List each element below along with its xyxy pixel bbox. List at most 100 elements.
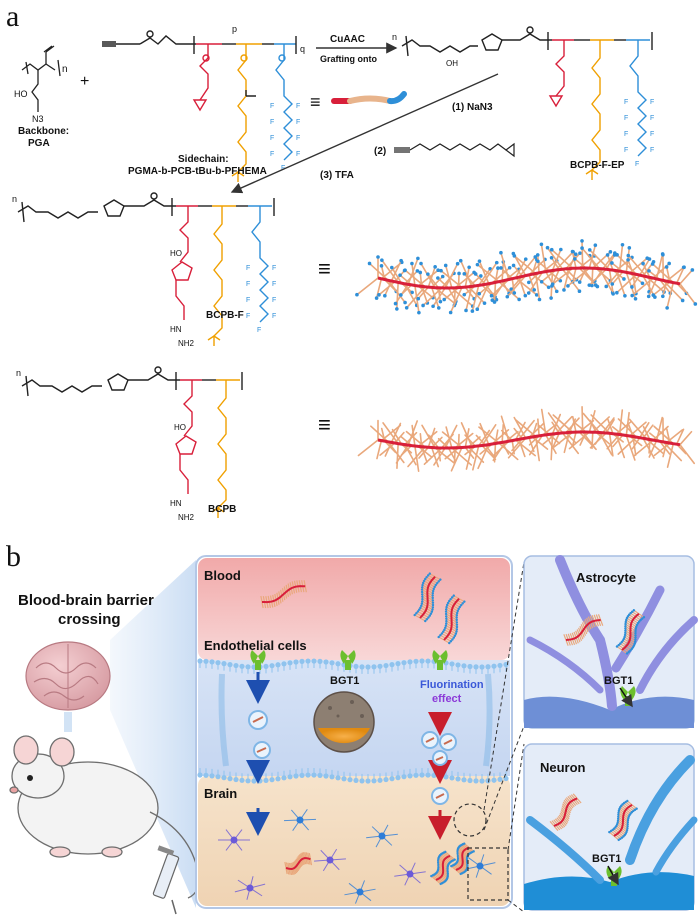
- product-ep-structure: [401, 26, 653, 180]
- svg-text:F: F: [270, 135, 274, 142]
- neuron-cell-2: [284, 809, 316, 831]
- svg-text:F: F: [650, 115, 654, 122]
- product-b-name: BCPB: [208, 504, 236, 515]
- syringe-icon: [152, 845, 180, 915]
- svg-text:F: F: [246, 297, 250, 304]
- neuron-bcpb-f: [608, 799, 638, 842]
- svg-text:F: F: [246, 265, 250, 272]
- svg-text:F: F: [270, 119, 274, 126]
- bbb-title-2: crossing: [58, 611, 121, 628]
- bcpb-f-brush-cartoon: [355, 239, 698, 315]
- brain-illustration: [25, 641, 111, 732]
- blood-bcpb-f-1: [413, 572, 442, 623]
- svg-text:F: F: [281, 165, 285, 172]
- brain-neuron-network: [218, 809, 496, 904]
- backbone-ho: HO: [14, 89, 28, 99]
- equiv-sign-1: ≡: [310, 92, 321, 112]
- bcpb-brush-backbone: [377, 430, 681, 450]
- bgt1-label: BGT1: [330, 675, 359, 687]
- sidechain-p: p: [232, 24, 237, 34]
- neuron-cell-1: [218, 829, 250, 851]
- svg-text:F: F: [650, 147, 654, 154]
- panel-a-label: a: [6, 0, 19, 33]
- grafting-label: Grafting onto: [320, 54, 377, 64]
- sidechain-caption-2: PGMA-b-PCB-tBu-b-PFHEMA: [128, 166, 267, 177]
- neuron-cell-3: [314, 848, 346, 872]
- panel-b-label: b: [6, 540, 21, 573]
- svg-text:F: F: [624, 147, 628, 154]
- brain-bcpb-1: [284, 852, 313, 876]
- bbb-title-1: Blood-brain barrier: [18, 592, 154, 609]
- product-f-nh2: NH2: [178, 339, 195, 348]
- bgt1-transporter-right: [432, 650, 448, 670]
- svg-text:F: F: [296, 151, 300, 158]
- blood-bcpb-f-2: [437, 594, 466, 645]
- blood-polymer-brushes: [260, 572, 475, 886]
- sidechain-q: q: [300, 44, 305, 54]
- svg-text:F: F: [272, 313, 276, 320]
- brain-label: Brain: [204, 786, 237, 801]
- svg-text:F: F: [296, 135, 300, 142]
- zoom-circle-astrocyte: [453, 803, 487, 837]
- neuron-inset: [523, 743, 698, 911]
- step-2: (2): [374, 146, 386, 157]
- svg-text:F: F: [296, 103, 300, 110]
- astrocyte-label: Astrocyte: [576, 570, 636, 585]
- step-2-reagent: [394, 142, 515, 158]
- sidechain-structure: [102, 30, 297, 182]
- inset-polymer-brushes: [549, 609, 646, 842]
- bcpb-f-brush-backbone: [377, 266, 681, 290]
- backbone-structure: [21, 45, 61, 112]
- neuron-cell-5: [394, 862, 426, 886]
- svg-text:F: F: [272, 297, 276, 304]
- bcpb-brush-cartoon: [357, 406, 696, 472]
- svg-text:F: F: [635, 161, 639, 168]
- zoom-beam: [110, 560, 196, 908]
- astro-bcpb-f: [615, 609, 646, 655]
- astro-bcpb: [563, 614, 604, 646]
- cuaac-label: CuAAC: [330, 34, 365, 45]
- sidechain-caption-1: Sidechain:: [178, 154, 229, 165]
- svg-text:F: F: [650, 131, 654, 138]
- blood-bcpb-1: [260, 580, 307, 609]
- product-f-name: BCPB-F: [206, 310, 244, 321]
- endothelial-nucleus: [313, 691, 375, 753]
- product-b-nh: HN: [170, 499, 182, 508]
- neuron-cell-6: [344, 880, 376, 904]
- brain-bcpb-f-2: [450, 842, 475, 876]
- fluorination-label-2: effect: [432, 693, 462, 705]
- endothelial-membrane-top: [197, 658, 509, 674]
- product-b-nh2: NH2: [178, 513, 195, 522]
- mouse-illustration: [9, 735, 200, 899]
- brain-bcpb-f-1: [430, 850, 456, 886]
- product-ep-oh: OH: [446, 59, 458, 68]
- neuron-cell-4: [366, 824, 398, 848]
- fluorination-label-1: Fluorination: [420, 679, 484, 691]
- svg-text:F: F: [270, 151, 274, 158]
- svg-text:F: F: [624, 115, 628, 122]
- neuron-bcpb: [549, 793, 582, 832]
- neuron-cell-8: [234, 876, 266, 900]
- panel-b: b Blood-brain barrier crossing: [6, 540, 698, 915]
- svg-text:F: F: [296, 119, 300, 126]
- svg-text:F: F: [650, 99, 654, 106]
- product-f-nh: HN: [170, 325, 182, 334]
- zoom-line-4: [507, 899, 525, 913]
- sidechain-cartoon: [331, 91, 407, 105]
- step-1: (1) NaN3: [452, 102, 493, 113]
- endothelial-membrane-bottom: [197, 768, 509, 784]
- backbone-caption-1: Backbone:: [18, 126, 69, 137]
- product-ep-name: BCPB-F-EP: [570, 160, 625, 171]
- product-b-oh: HO: [174, 423, 186, 432]
- bgt1-transporter-left: [250, 650, 266, 670]
- svg-text:F: F: [272, 265, 276, 272]
- neuron-bgt1-label: BGT1: [592, 853, 621, 865]
- product-ep-n: n: [392, 32, 397, 42]
- zoom-box-neuron: [467, 847, 509, 901]
- product-f-structure: [17, 192, 275, 346]
- svg-text:F: F: [246, 281, 250, 288]
- backbone-n3: N3: [32, 114, 44, 124]
